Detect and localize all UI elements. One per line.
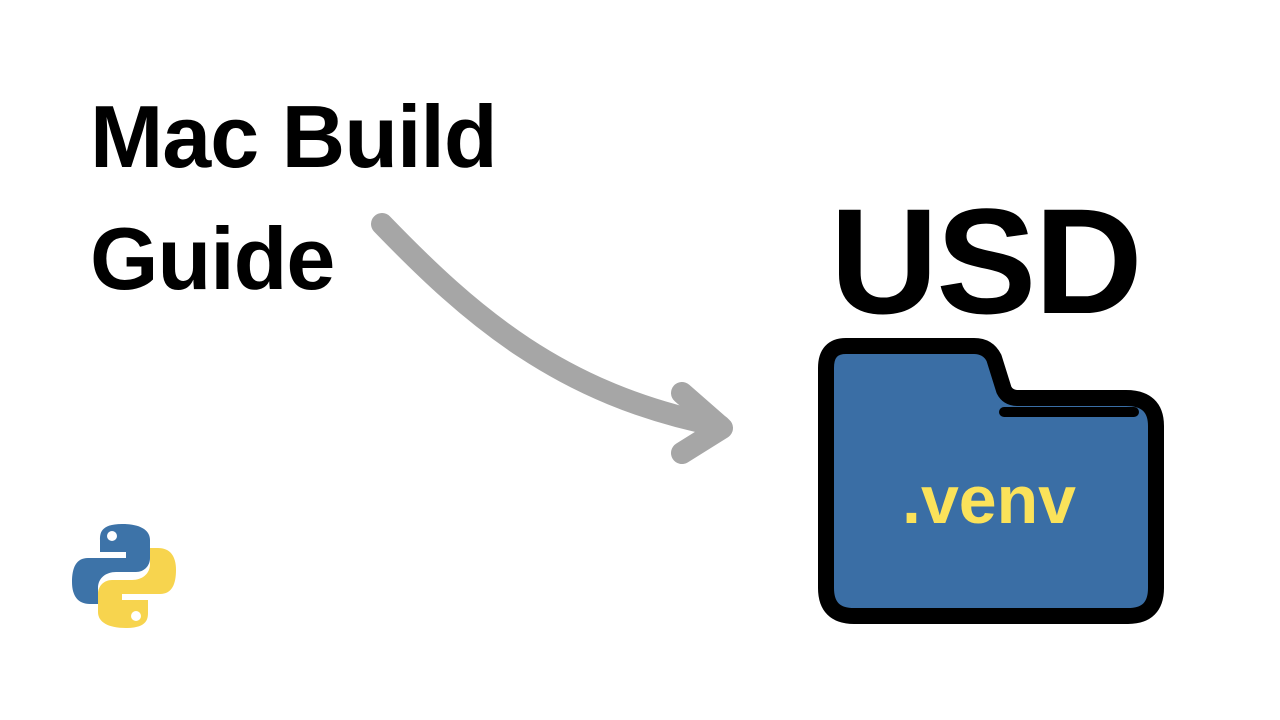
folder-icon xyxy=(818,338,1164,624)
guide-title-line-1: Mac Build xyxy=(90,87,498,186)
guide-title: Mac Build Guide xyxy=(90,76,498,320)
guide-title-line-2: Guide xyxy=(90,209,335,308)
folder-label: .venv xyxy=(902,462,1076,538)
python-logo-icon xyxy=(72,524,176,628)
usd-heading: USD xyxy=(830,177,1143,345)
curved-arrow-icon xyxy=(371,213,733,464)
